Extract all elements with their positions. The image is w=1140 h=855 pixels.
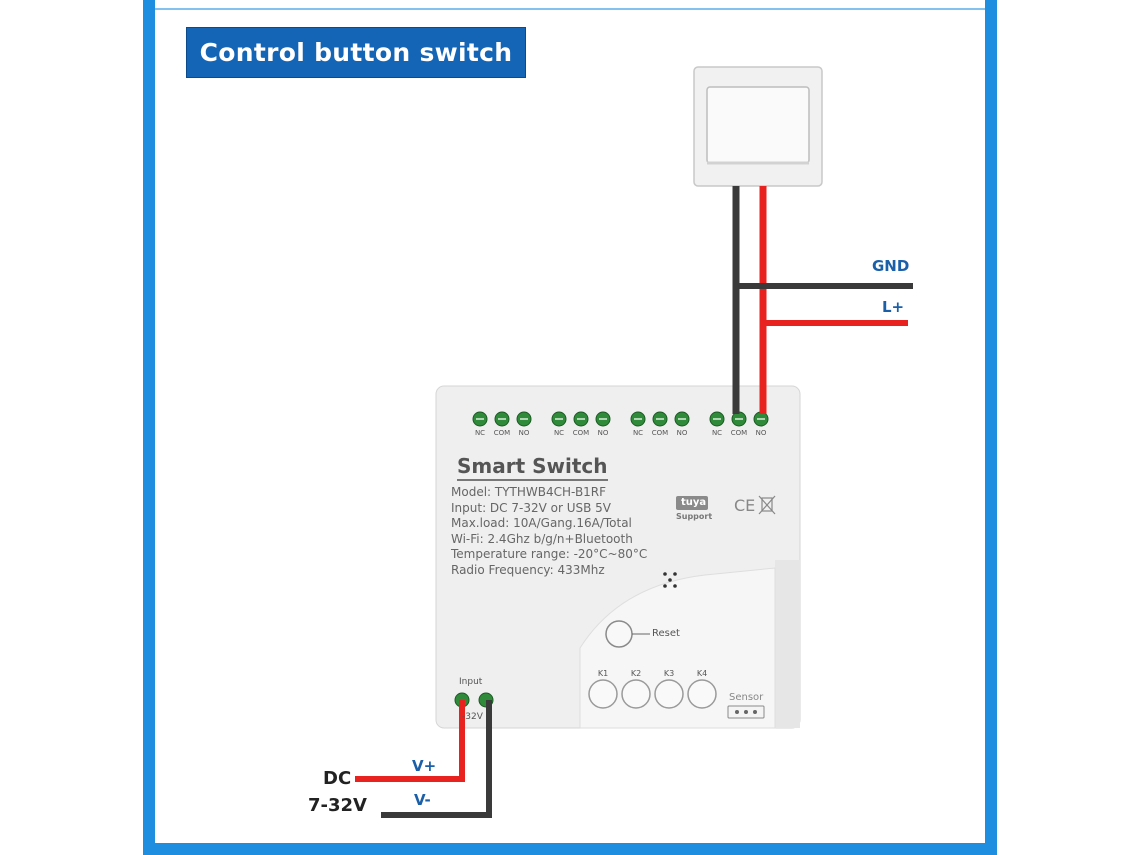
device-spec-line: Model: TYTHWB4CH-B1RF bbox=[451, 485, 607, 499]
frame-bottom-border bbox=[143, 843, 997, 855]
l-plus-label: L+ bbox=[882, 298, 905, 316]
key-label: K2 bbox=[630, 669, 642, 678]
v-plus-wire bbox=[355, 700, 465, 782]
smart-switch-device bbox=[435, 385, 801, 729]
dc-input-wires bbox=[355, 700, 492, 818]
device-spec-line: Max.load: 10A/Gang.16A/Total bbox=[451, 516, 632, 530]
key-label: K4 bbox=[696, 669, 708, 678]
terminal-label: COM bbox=[730, 429, 748, 437]
key-button-k3-shape bbox=[654, 679, 684, 709]
weee-bin-icon bbox=[758, 495, 776, 515]
indicator-dots bbox=[663, 572, 677, 588]
device-spec-line: Temperature range: -20°C~80°C bbox=[451, 547, 648, 561]
dc-range-label: 7-32V bbox=[308, 795, 367, 816]
gnd-label: GND bbox=[872, 257, 910, 275]
device-spec-line: Radio Frequency: 433Mhz bbox=[451, 562, 605, 577]
key-button-k4-shape bbox=[687, 679, 717, 709]
terminal-label: NO bbox=[755, 429, 767, 437]
key-button-k2-shape bbox=[621, 679, 651, 709]
tuya-logo-text: tuya bbox=[681, 497, 707, 508]
terminal-label: COM bbox=[572, 429, 590, 437]
terminal-label: NO bbox=[676, 429, 688, 437]
terminal-label: NC bbox=[711, 429, 723, 437]
switch-wires bbox=[732, 186, 913, 414]
device-spec-line: Wi-Fi: 2.4Ghz b/g/n+Bluetooth bbox=[451, 531, 633, 546]
device-name: Smart Switch bbox=[457, 454, 608, 481]
tuya-logo-box bbox=[676, 496, 708, 510]
frame-left-border bbox=[143, 0, 155, 855]
reset-button-shape bbox=[605, 620, 633, 648]
frame-right-border bbox=[985, 0, 997, 855]
key-label: K3 bbox=[663, 669, 675, 678]
v-minus-wire bbox=[381, 700, 492, 818]
tuya-support-text: Support bbox=[676, 512, 713, 521]
wall-switch-rocker bbox=[706, 86, 810, 164]
terminal-label: NO bbox=[597, 429, 609, 437]
v-minus-label: V- bbox=[414, 791, 431, 809]
ce-mark: CE bbox=[734, 496, 756, 515]
top-divider bbox=[155, 8, 985, 10]
terminal-label: COM bbox=[493, 429, 511, 437]
terminal-label: NC bbox=[632, 429, 644, 437]
terminal-label: NC bbox=[553, 429, 565, 437]
terminal-label: NC bbox=[474, 429, 486, 437]
diagram-title: Control button switch bbox=[186, 27, 526, 78]
device-right-rail bbox=[775, 560, 800, 728]
sensor-label: Sensor bbox=[729, 692, 764, 703]
dc-label: DC bbox=[323, 768, 352, 789]
device-spec-line: Input: DC 7-32V or USB 5V bbox=[451, 500, 612, 515]
input-label: Input bbox=[459, 677, 483, 687]
key-label: K1 bbox=[597, 669, 609, 678]
terminal-label: COM bbox=[651, 429, 669, 437]
wall-switch bbox=[693, 66, 823, 187]
key-button-k1-shape bbox=[588, 679, 618, 709]
v-plus-label: V+ bbox=[412, 757, 437, 775]
input-voltage-label: -32V bbox=[462, 712, 483, 722]
terminal-label: NO bbox=[518, 429, 530, 437]
reset-label: Reset bbox=[652, 628, 680, 639]
